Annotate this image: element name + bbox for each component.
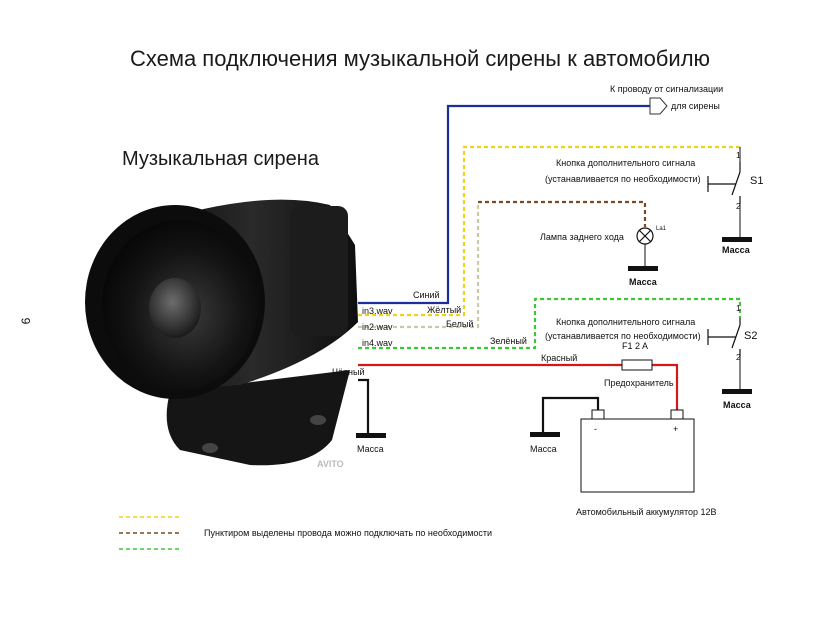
connector-arrow-icon xyxy=(649,97,668,115)
switch-s1-label: S1 xyxy=(750,175,764,187)
switch-s2-icon xyxy=(707,318,741,356)
wire-label-blue: Синий xyxy=(413,290,440,300)
battery-icon xyxy=(580,409,695,493)
switch-s2-label: S2 xyxy=(744,330,758,342)
switch-s1-pin2: 2 xyxy=(736,201,741,211)
battery-minus: - xyxy=(594,424,597,434)
wire-black-siren xyxy=(358,378,370,433)
ground-label-s1: Масса xyxy=(722,245,750,255)
legend-lines xyxy=(119,516,180,550)
wire-brown xyxy=(478,200,647,227)
wire-label-black: Чёрный xyxy=(332,367,365,377)
wire-green xyxy=(358,297,742,350)
input-label-in4: in4.wav xyxy=(362,338,393,348)
switch-s2-pin2: 2 xyxy=(736,352,741,362)
button-s1-label-2: (устанавливается по необходимости) xyxy=(545,174,701,184)
wire-label-green: Зелёный xyxy=(490,336,527,346)
lamp-label: Лампа заднего хода xyxy=(540,232,624,242)
ground-label-siren: Масса xyxy=(357,444,384,454)
alarm-wire-label-1: К проводу от сигнализации xyxy=(610,84,724,94)
input-label-in3: in3.wav xyxy=(362,306,393,316)
page-number: 9 xyxy=(18,317,33,325)
ground-bar-battery xyxy=(530,432,560,437)
ground-label-s2: Масса xyxy=(723,400,751,410)
wire-yellow xyxy=(358,145,740,317)
button-s2-label-2: (устанавливается по необходимости) xyxy=(545,331,701,341)
button-s2-label-1: Кнопка дополнительного сигнала xyxy=(556,317,696,327)
ground-bar-lamp xyxy=(628,266,658,271)
lamp-tag: La1 xyxy=(656,226,667,232)
siren-heading: Музыкальная сирена xyxy=(122,148,319,170)
button-s1-label-1: Кнопка дополнительного сигнала xyxy=(556,158,696,168)
alarm-wire-label-2: для сирены xyxy=(671,101,720,111)
wire-black-battery xyxy=(541,396,600,432)
battery-plus: + xyxy=(673,424,679,434)
wire-label-white: Белый xyxy=(446,319,474,329)
legend-text: Пунктиром выделены провода можно подключ… xyxy=(204,528,493,538)
switch-s1-pin1: 1 xyxy=(736,150,741,160)
switch-s1-icon xyxy=(707,162,741,204)
input-label-in2: in2.wav xyxy=(362,322,393,332)
switch-s2-pin1: 1 xyxy=(736,303,741,313)
watermark: AVITO xyxy=(317,459,344,469)
fuse-caption: Предохранитель xyxy=(604,378,674,388)
fuse-icon xyxy=(621,359,653,371)
wire-white xyxy=(358,202,480,329)
battery-caption: Автомобильный аккумулятор 12В xyxy=(576,507,717,517)
ground-label-battery: Масса xyxy=(530,444,557,454)
fuse-label: F1 2 A xyxy=(622,341,649,351)
lamp-icon xyxy=(636,227,654,245)
siren-image xyxy=(85,199,358,466)
wire-label-red: Красный xyxy=(541,353,578,363)
wire-blue xyxy=(358,104,650,305)
ground-bar-s2 xyxy=(722,389,752,394)
diagram-title: Схема подключения музыкальной сирены к а… xyxy=(129,46,711,71)
wire-label-yellow: Жёлтый xyxy=(427,305,462,315)
ground-bar-siren xyxy=(356,433,386,438)
ground-bar-s1 xyxy=(722,237,752,242)
wire-red-2 xyxy=(652,363,679,412)
ground-label-lamp: Масса xyxy=(629,277,657,287)
